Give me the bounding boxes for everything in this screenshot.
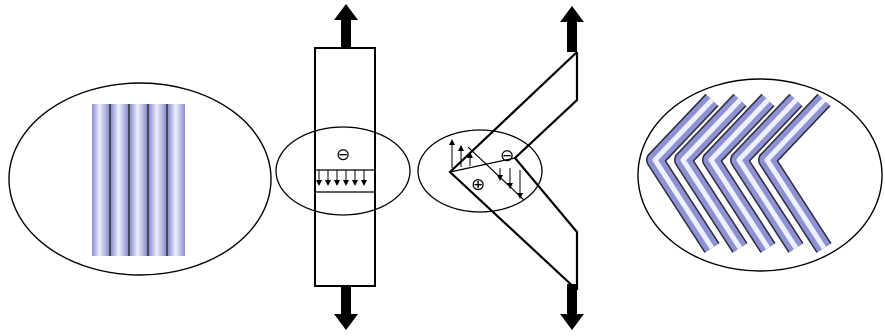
kink-band-line <box>467 146 525 201</box>
stress-arrow-icon <box>315 169 375 193</box>
fiber <box>111 104 128 256</box>
fiber <box>92 104 109 256</box>
center-minus-symbol: ⊖ <box>336 145 350 165</box>
right-plus-symbol: ⊕ <box>471 175 485 195</box>
kinked-specimen-inner-edge <box>513 52 579 290</box>
kinked-specimen-outer-edge <box>448 51 578 291</box>
right-detail-ellipse <box>417 129 543 213</box>
right-minus-symbol: ⊖ <box>500 146 514 166</box>
specimen-body <box>314 47 376 287</box>
fiber <box>130 104 147 256</box>
straight-fiber-panel <box>8 82 272 276</box>
tension-arrow-down-icon <box>560 284 584 330</box>
straight-fiber-bundle <box>92 104 185 256</box>
kinked-specimen: ⊖ ⊕ <box>417 6 584 330</box>
tension-arrow-up-icon <box>560 6 584 52</box>
stress-arrow-icon <box>449 139 523 199</box>
straight-specimen: ⊖ <box>275 4 411 330</box>
tension-arrow-up-icon <box>334 4 358 48</box>
tension-arrow-down-icon <box>334 286 358 330</box>
kinked-fiber-panel <box>637 78 883 272</box>
fiber <box>149 104 166 256</box>
fiber <box>168 104 185 256</box>
center-detail-ellipse <box>275 126 411 216</box>
kinked-fiber-bundle <box>646 93 832 253</box>
kink-band-line <box>449 157 516 173</box>
